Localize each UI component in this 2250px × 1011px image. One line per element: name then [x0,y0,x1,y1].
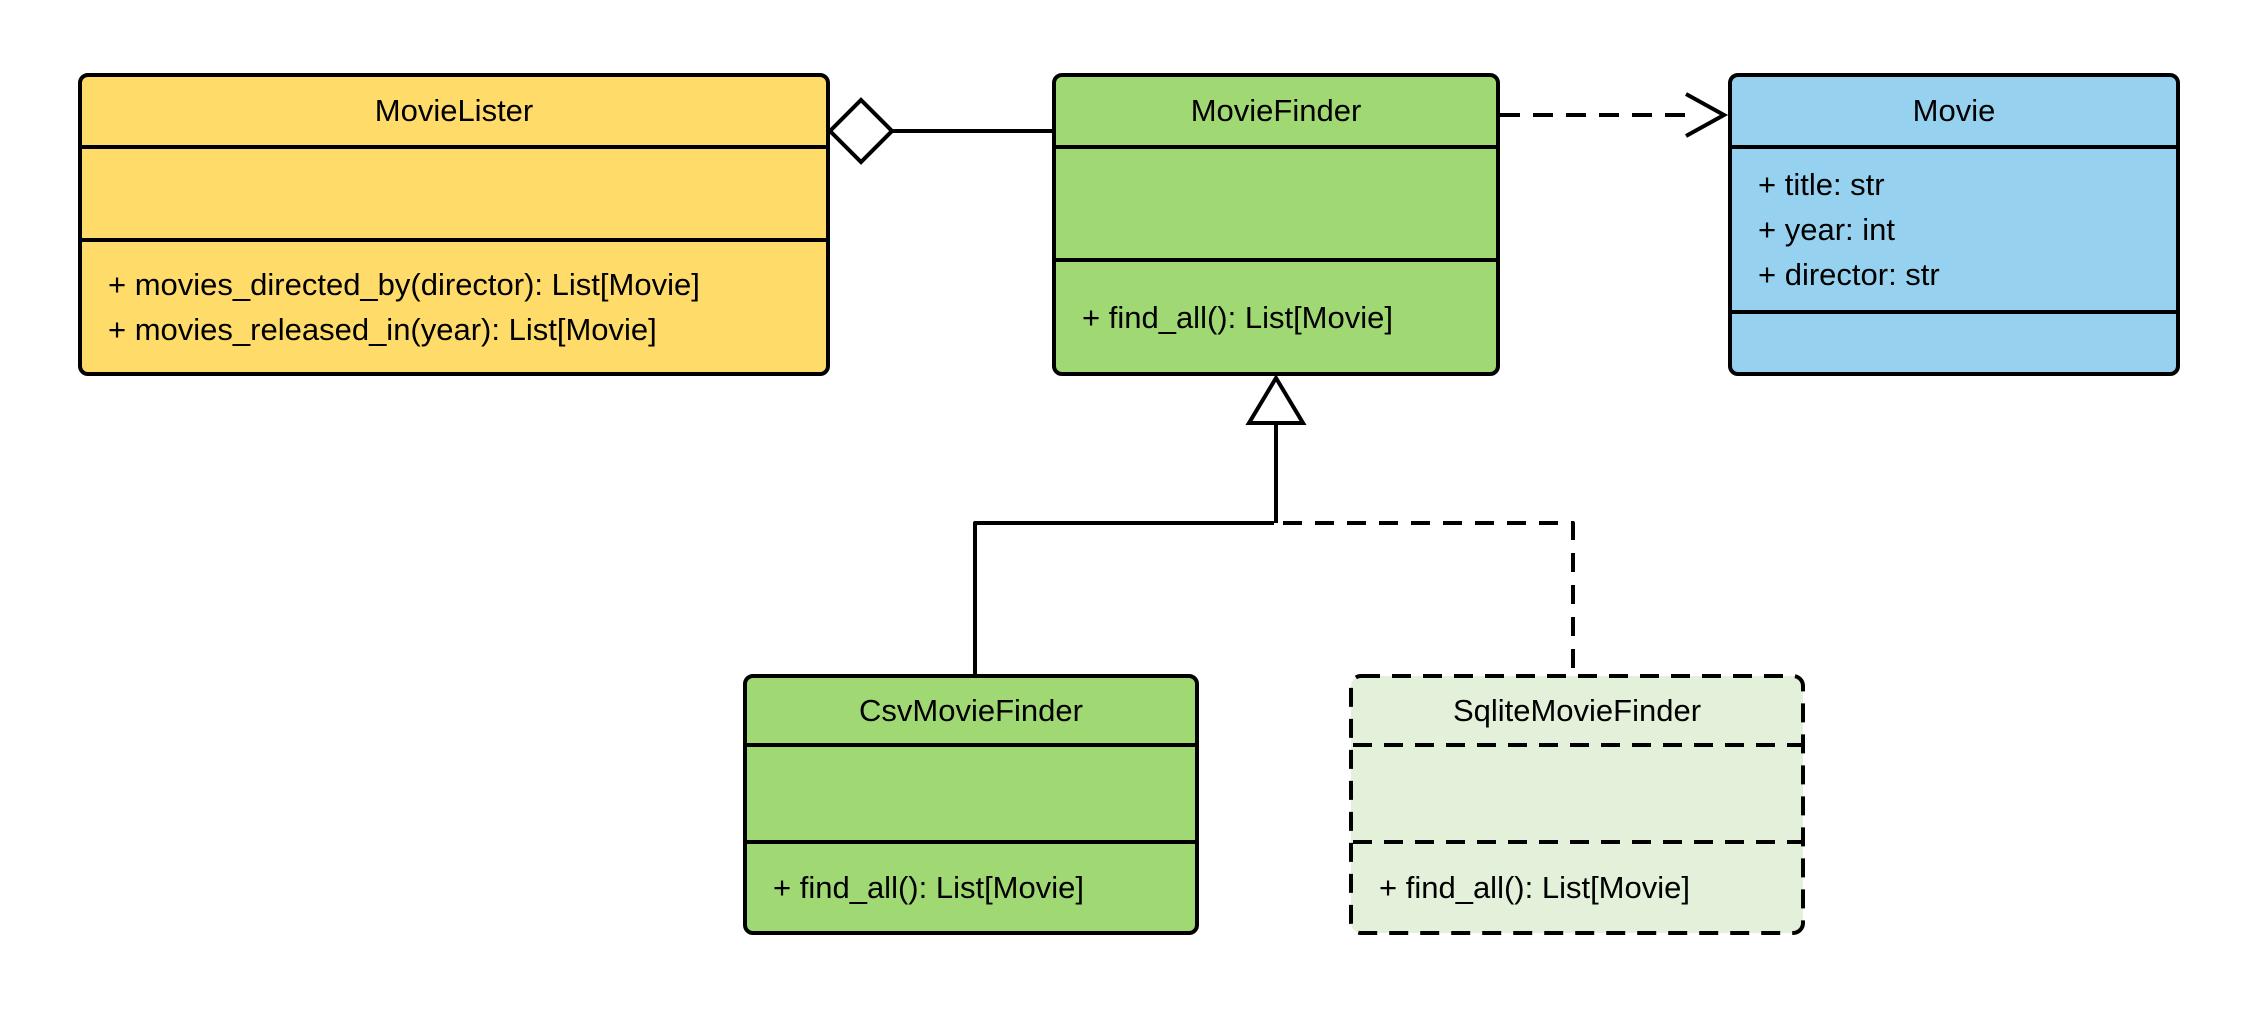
class-title: MovieLister [82,77,826,145]
methods-compartment: + find_all(): List[Movie] [1056,258,1496,372]
class-box-csvmoviefinder: CsvMovieFinder + find_all(): List[Movie] [743,674,1199,935]
aggregation-diamond-icon [827,97,895,165]
class-box-movie: Movie + title: str + year: int + directo… [1728,73,2180,376]
sqlite-box-border [1349,674,1805,935]
method-label: + movies_directed_by(director): List[Mov… [108,267,700,302]
sqlite-inheritance-dashed-line [1283,521,1575,676]
method-label: + find_all(): List[Movie] [1379,870,1690,905]
csv-inheritance-line [973,521,1274,676]
class-name-label: CsvMovieFinder [859,692,1083,728]
attributes-compartment: + title: str + year: int + director: str [1732,145,2176,310]
methods-compartment: + movies_directed_by(director): List[Mov… [82,238,826,372]
dependency-arrowhead-icon [1685,92,1729,138]
class-title: SqliteMovieFinder [1353,678,1801,743]
attribute-label: + year: int [1758,212,1895,247]
method-label: + find_all(): List[Movie] [773,870,1084,905]
class-title: Movie [1732,77,2176,145]
class-name-label: Movie [1912,93,1996,128]
attribute-label: + title: str [1758,167,1885,202]
attributes-compartment [747,743,1195,840]
class-box-sqlitemoviefinder: SqliteMovieFinder + find_all(): List[Mov… [1349,674,1805,935]
methods-compartment: + find_all(): List[Movie] [1353,840,1801,931]
class-name-label: MovieFinder [1190,93,1362,128]
class-box-movielister: MovieLister + movies_directed_by(directo… [78,73,830,376]
class-name-label: MovieLister [374,93,534,128]
class-title: MovieFinder [1056,77,1496,145]
attributes-compartment [1056,145,1496,258]
inheritance-triangle-icon [1245,374,1307,425]
method-label: + find_all(): List[Movie] [1082,299,1393,335]
attribute-label: + director: str [1758,257,1940,292]
method-label: + movies_released_in(year): List[Movie] [108,312,657,347]
methods-compartment: + find_all(): List[Movie] [747,840,1195,931]
attributes-compartment [1353,743,1801,840]
methods-compartment [1732,310,2176,372]
attributes-compartment [82,145,826,238]
class-box-moviefinder: MovieFinder + find_all(): List[Movie] [1052,73,1500,376]
class-title: CsvMovieFinder [747,678,1195,743]
class-name-label: SqliteMovieFinder [1452,692,1702,728]
